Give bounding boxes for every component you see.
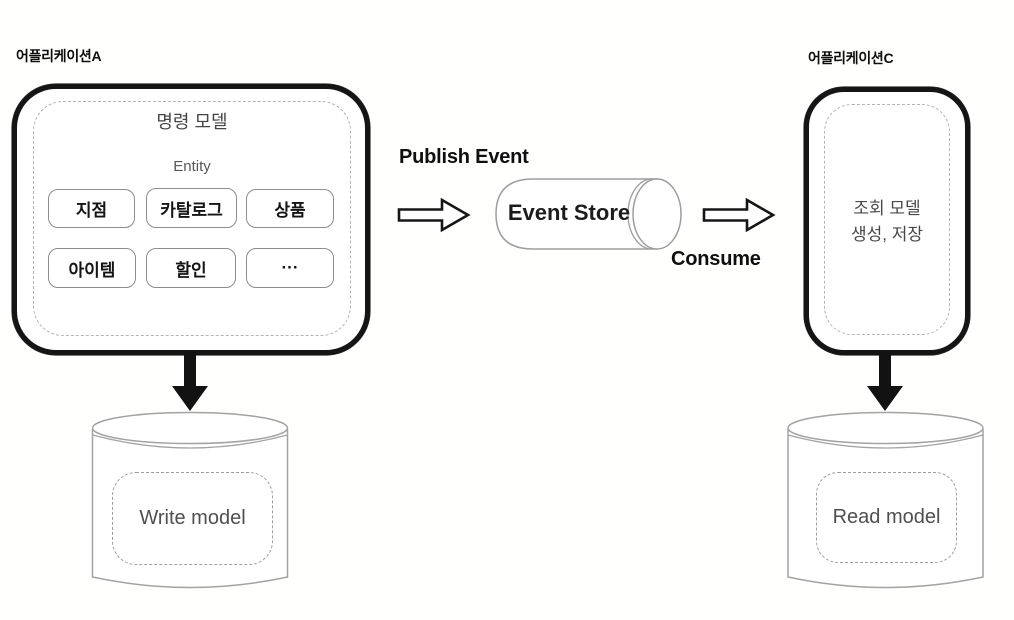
entity-box: 카탈로그 <box>146 188 237 228</box>
app-c-title: 어플리케이션C <box>808 50 894 66</box>
read-model-description: 조회 모델 생성, 저장 <box>824 196 950 249</box>
read-model-line2: 생성, 저장 <box>850 225 923 245</box>
entity-box: 상품 <box>246 189 334 228</box>
arrow-down-icon <box>172 352 208 411</box>
command-model-boundary <box>33 101 351 336</box>
event-store-label: Event Store <box>507 200 631 225</box>
arrow-right-icon <box>397 197 471 233</box>
consume-label: Consume <box>671 248 761 270</box>
arrow-down-icon <box>867 352 903 411</box>
entity-box: 지점 <box>48 189 135 228</box>
entity-box: 할인 <box>146 248 236 288</box>
entity-box: 아이템 <box>48 248 136 288</box>
command-model-title: 명령 모델 <box>156 112 228 132</box>
app-a-title: 어플리케이션A <box>16 48 102 64</box>
read-model-label: Read model <box>816 472 957 563</box>
entity-title: Entity <box>173 158 211 175</box>
write-db-cylinder <box>91 411 289 589</box>
publish-event-label: Publish Event <box>399 146 529 168</box>
read-model-line1: 조회 모델 <box>853 199 921 218</box>
write-model-label: Write model <box>112 472 273 565</box>
entity-box: ··· <box>246 248 334 288</box>
event-store-cylinder <box>495 178 682 250</box>
arrow-right-icon <box>702 197 776 233</box>
read-model-boundary <box>824 104 950 335</box>
